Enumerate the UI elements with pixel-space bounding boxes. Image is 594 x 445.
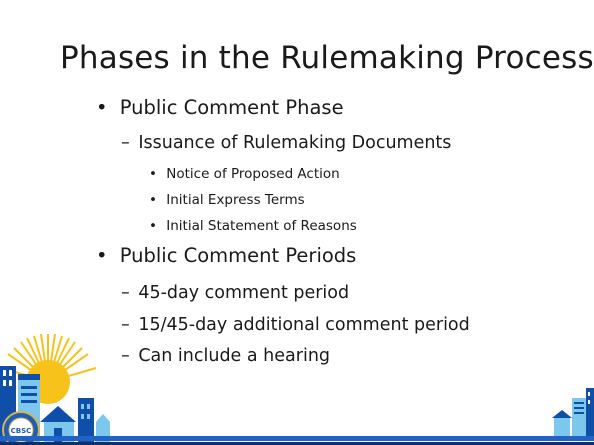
sun-icon xyxy=(1,333,97,404)
bullet-text: Public Comment Periods xyxy=(119,244,357,267)
bullet-marker: – xyxy=(121,346,130,366)
bullet-marker: • xyxy=(96,96,108,119)
bullet-level2: – Can include a hearing xyxy=(121,346,330,366)
bullet-level1: • Public Comment Periods xyxy=(96,244,356,267)
bullet-level2: – 15/45-day additional comment period xyxy=(121,315,470,335)
bullet-text: Notice of Proposed Action xyxy=(166,166,340,182)
slide-title: Phases in the Rulemaking Process xyxy=(60,40,594,76)
bullet-level2: – Issuance of Rulemaking Documents xyxy=(121,133,451,153)
building-house-icon xyxy=(552,410,572,436)
building-tower-icon xyxy=(572,388,594,436)
bullet-level3: • Notice of Proposed Action xyxy=(149,166,340,182)
bullet-marker: – xyxy=(121,315,130,335)
bullet-marker: • xyxy=(149,192,157,208)
bullet-text: 45-day comment period xyxy=(138,283,350,303)
bullet-text: Issuance of Rulemaking Documents xyxy=(138,133,452,153)
bullet-level3: • Initial Express Terms xyxy=(149,192,305,208)
footer-bar xyxy=(0,436,594,441)
skyline-sun-illustration: CBSC xyxy=(0,333,110,445)
bullet-level2: – 45-day comment period xyxy=(121,283,349,303)
bullet-level1: • Public Comment Phase xyxy=(96,96,344,119)
bullet-marker: • xyxy=(96,244,108,267)
bullet-marker: – xyxy=(121,283,130,303)
footer-bar-dark xyxy=(0,442,594,445)
skyline-right-illustration xyxy=(552,388,594,436)
bullet-marker: – xyxy=(121,133,130,153)
bullet-marker: • xyxy=(149,218,157,234)
bullet-marker: • xyxy=(149,166,157,182)
bullet-text: Can include a hearing xyxy=(138,346,331,366)
bullet-text: Public Comment Phase xyxy=(119,96,344,119)
bullet-level3: • Initial Statement of Reasons xyxy=(149,218,357,234)
bullet-text: Initial Statement of Reasons xyxy=(166,218,357,234)
bullet-text: Initial Express Terms xyxy=(166,192,305,208)
seal-text: CBSC xyxy=(11,427,32,435)
bullet-text: 15/45-day additional comment period xyxy=(138,315,470,335)
